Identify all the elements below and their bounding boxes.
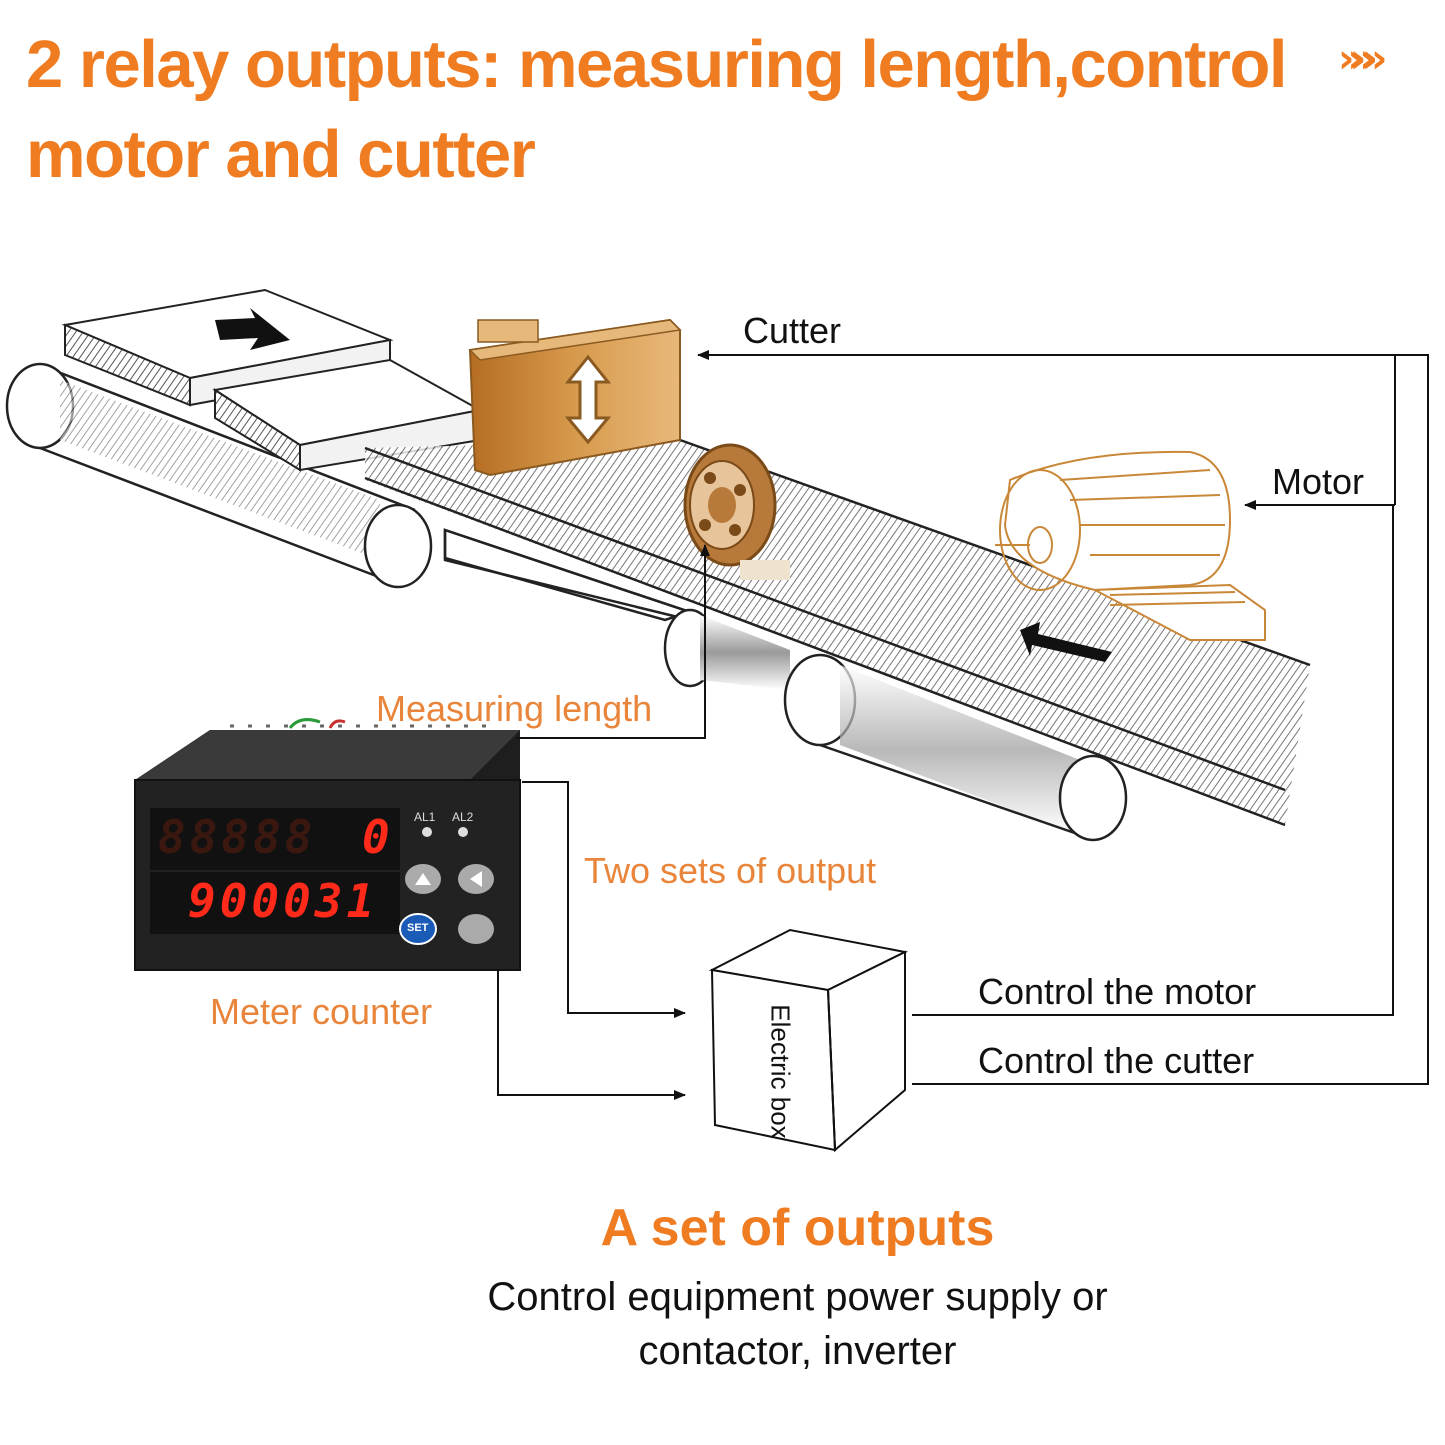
- title-line-2: motor and cutter: [26, 117, 536, 192]
- meter-al2-label: AL2: [452, 810, 474, 824]
- two-sets-output-label: Two sets of output: [584, 850, 877, 891]
- measuring-length-label: Measuring length: [376, 688, 653, 729]
- electric-box: [708, 928, 909, 1153]
- meter-counter-device: [134, 718, 521, 971]
- motor-label: Motor: [1272, 461, 1365, 502]
- meter-al1-label: AL1: [414, 810, 436, 824]
- meter-bottom-value: 900031: [188, 874, 379, 928]
- page-title: 2 relay outputs: measuring length,contro…: [26, 20, 1288, 200]
- cutter-block: [468, 318, 682, 477]
- motor-drawing: [995, 450, 1266, 641]
- title-line-1: 2 relay outputs: measuring length,contro…: [26, 27, 1288, 102]
- meter-top-value: 0: [362, 810, 394, 864]
- footer-line-1: Control equipment power supply or: [487, 1275, 1108, 1319]
- footer-line-2: contactor, inverter: [638, 1329, 957, 1373]
- main-conveyor: [364, 438, 1311, 842]
- control-cutter-label: Control the cutter: [978, 1040, 1255, 1081]
- footer-title: A set of outputs: [600, 1199, 995, 1257]
- cutter-label: Cutter: [743, 310, 842, 351]
- control-motor-label: Control the motor: [978, 971, 1257, 1012]
- meter-set-button: SET: [407, 922, 429, 934]
- electric-box-label: Electric box: [765, 1004, 796, 1139]
- left-conveyor: [5, 362, 433, 589]
- measuring-wheel: [683, 443, 790, 580]
- meter-top-ghost-digits: 88888: [158, 810, 317, 864]
- meter-counter-label: Meter counter: [210, 991, 433, 1032]
- footer-description: Control equipment power supply or contac…: [0, 1270, 1445, 1378]
- connection-lines: [497, 350, 1429, 1100]
- paper-stacks: [61, 288, 483, 472]
